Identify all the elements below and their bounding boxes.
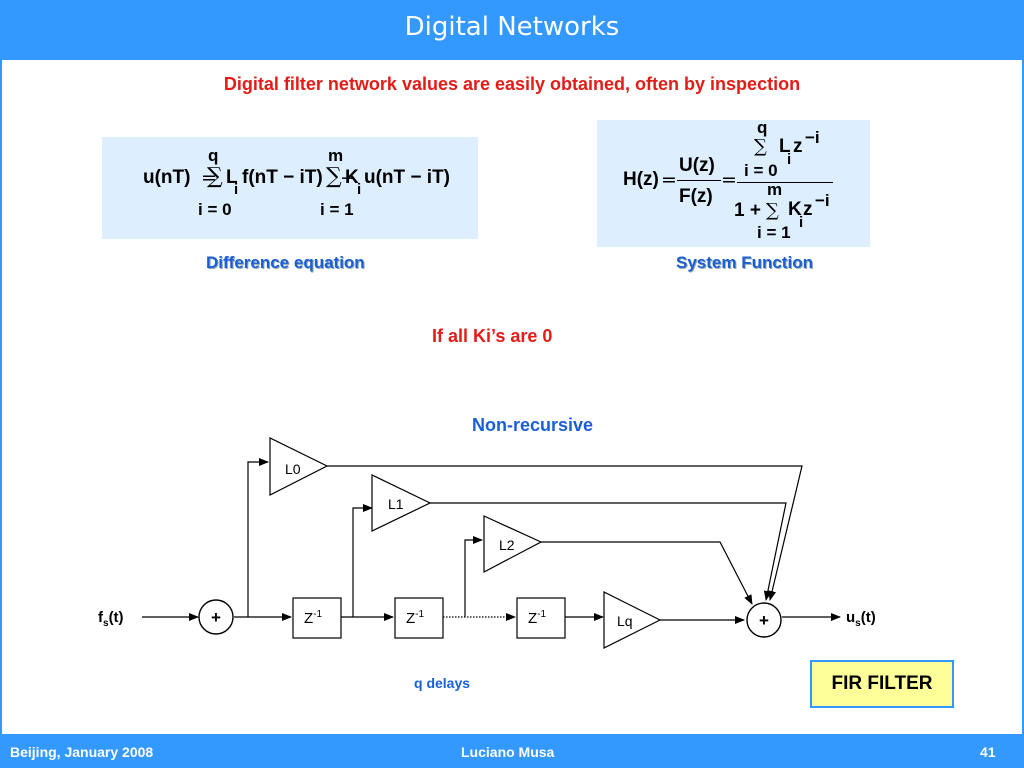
sf-den-sigma: ∑ (766, 200, 779, 221)
system-function-label: System Function (676, 253, 813, 272)
system-function-box: H(z) = U(z) F(z) = q ∑ L i z −i i = 0 m … (597, 118, 870, 247)
eq-minus: − (340, 167, 356, 189)
term2-argument: u(nT − iT) (364, 167, 451, 188)
sf-equals: = (661, 169, 677, 191)
sf-den-z: z (803, 199, 813, 220)
eq-lhs: u(nT) (143, 167, 191, 188)
gain-l1-label: L1 (388, 496, 404, 512)
footer-location-date: Beijing, January 2008 (10, 744, 154, 760)
sum1-upper: q (208, 146, 219, 165)
sf-num-lower: i = 0 (744, 161, 778, 180)
gain-l0-label: L0 (285, 461, 301, 477)
sf-lhs: H(z) (623, 169, 659, 190)
output-adder (746, 602, 782, 638)
footer-author: Luciano Musa (461, 744, 555, 760)
sf-num-coefficient: L (779, 136, 791, 157)
input-adder-sign: + (211, 608, 221, 627)
gain-l1-triangle (371, 474, 432, 532)
delay-1-label: Z-1 (304, 609, 323, 627)
l2-output-line (541, 541, 753, 605)
delay-3-label: Z-1 (528, 609, 547, 627)
sf-equals-2: = (721, 169, 737, 191)
tap-l1-line (352, 504, 373, 617)
slide-subtitle: Digital filter network values are easily… (223, 74, 801, 94)
sf-num-upper: q (757, 118, 768, 137)
delay-2-label: Z-1 (406, 609, 425, 627)
tap-l2-line (464, 536, 483, 617)
slide-title: Digital Networks (404, 12, 620, 42)
term1-argument: f(nT − iT) (242, 167, 323, 188)
sf-den-one: 1 + (734, 200, 761, 221)
gain-lq-triangle (603, 591, 662, 649)
eq-equals: = (201, 167, 217, 189)
sf-num-subscript: i (787, 151, 792, 168)
sf-den-lower: i = 1 (757, 223, 791, 242)
sf-den-upper: m (767, 180, 783, 199)
sf-numerator: U(z) (679, 155, 715, 176)
sf-fraction-bar-2 (737, 182, 833, 183)
gain-l2-triangle (483, 515, 543, 573)
sf-num-sigma: ∑ (754, 136, 767, 157)
sum2-lower: i = 1 (320, 200, 354, 219)
delay-block-1 (292, 597, 342, 639)
term2-coefficient: K (345, 167, 359, 188)
footer-bar: Beijing, January 2008 Luciano Musa 41 (0, 734, 1024, 768)
sf-den-exponent: −i (815, 191, 830, 210)
tap-l0-line (247, 458, 269, 617)
difference-equation-box: u(nT) = q ∑ i = 0 L i f(nT − iT) − m ∑ i… (102, 137, 478, 239)
title-bar: Digital Networks (0, 0, 1024, 60)
term1-coefficient: L (226, 167, 238, 188)
condition-text: If all Ki’s are 0 (432, 326, 553, 346)
l1-output-line (430, 502, 787, 601)
output-adder-sign: + (759, 611, 769, 630)
delay-block-2 (394, 597, 444, 639)
gain-l2-label: L2 (499, 537, 515, 553)
l0-output-line (327, 465, 803, 601)
difference-equation-label: Difference equation (206, 253, 365, 272)
delay-block-3 (516, 597, 566, 639)
sf-num-exponent: −i (805, 128, 820, 147)
output-signal-label: us(t) (846, 609, 876, 629)
input-adder (198, 599, 234, 635)
diagram-title: Non-recursive (472, 415, 594, 435)
footer-page-number: 41 (980, 744, 996, 760)
slide-frame (0, 60, 1024, 734)
input-signal-label: fs(t) (98, 609, 124, 629)
sum2-sigma: ∑ (326, 164, 342, 189)
sum2-upper: m (328, 146, 344, 165)
gain-lq-label: Lq (617, 613, 633, 629)
gain-l0-triangle (269, 437, 329, 496)
term1-subscript: i (234, 181, 239, 198)
delays-label: q delays (414, 675, 470, 691)
sf-num-z: z (793, 136, 803, 157)
sf-den-subscript: i (799, 214, 804, 231)
sf-fraction-bar (677, 180, 721, 181)
term2-subscript: i (357, 181, 362, 198)
sf-den-coefficient: K (788, 199, 802, 220)
fir-filter-badge: FIR FILTER (810, 660, 954, 708)
sum1-lower: i = 0 (198, 200, 232, 219)
sf-denominator: F(z) (679, 186, 713, 207)
sum1-sigma: ∑ (207, 164, 223, 189)
